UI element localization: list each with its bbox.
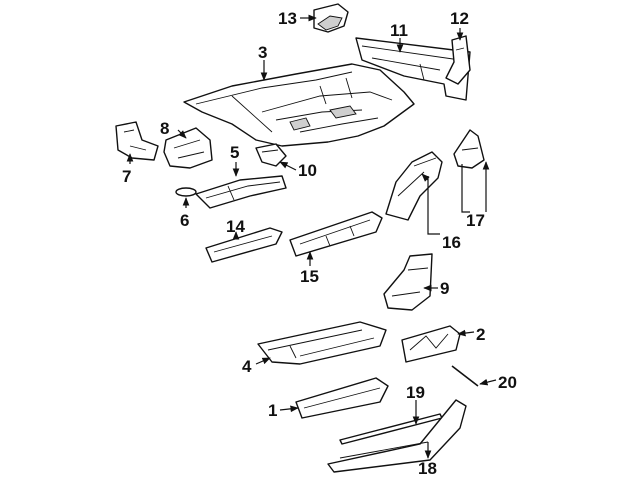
part-2-rocker-section (401, 325, 461, 363)
callout-14: 14 (226, 217, 245, 236)
callout-4: 4 (242, 357, 252, 376)
callout-3: 3 (258, 43, 267, 62)
callout-8: 8 (160, 119, 169, 138)
callout-17: 17 (466, 211, 485, 230)
part-5-floor-rail (195, 175, 287, 209)
callout-12: 12 (450, 9, 469, 28)
part-3-floor-pan (183, 63, 415, 147)
callout-1: 1 (268, 401, 277, 420)
callout-18: 18 (418, 459, 437, 478)
callout-13: 13 (278, 9, 297, 28)
callout-9: 9 (440, 279, 449, 298)
callout-labels: 3 11 12 13 8 7 5 10 6 14 15 16 17 9 2 4 … (122, 9, 517, 478)
part-17-bracket (453, 129, 485, 169)
callout-10: 10 (298, 161, 317, 180)
part-7-bracket (115, 121, 159, 161)
callout-20: 20 (498, 373, 517, 392)
part-13-bracket (313, 3, 349, 33)
part-9-pillar-panel (383, 253, 433, 311)
callout-7: 7 (122, 167, 131, 186)
callout-5: 5 (230, 143, 239, 162)
callout-6: 6 (180, 211, 189, 230)
part-16-pillar-member (385, 151, 443, 221)
part-1-inner-rocker (295, 377, 389, 419)
callout-15: 15 (300, 267, 319, 286)
part-15-rocker-reinforcement (289, 211, 383, 257)
callout-2: 2 (476, 325, 485, 344)
part-6-plug (175, 187, 197, 197)
callout-19: 19 (406, 383, 425, 402)
part-8-panel (163, 127, 213, 169)
part-10-bracket (255, 143, 287, 167)
callout-16: 16 (442, 233, 461, 252)
part-14-sill-reinforcement (205, 227, 283, 263)
callout-11: 11 (390, 21, 408, 40)
part-12-bracket (445, 35, 471, 85)
part-4-floor-panel (257, 321, 387, 365)
part-18-outer-rocker (327, 399, 467, 473)
callout-leaders (126, 14, 497, 459)
part-20-seal (451, 365, 479, 387)
